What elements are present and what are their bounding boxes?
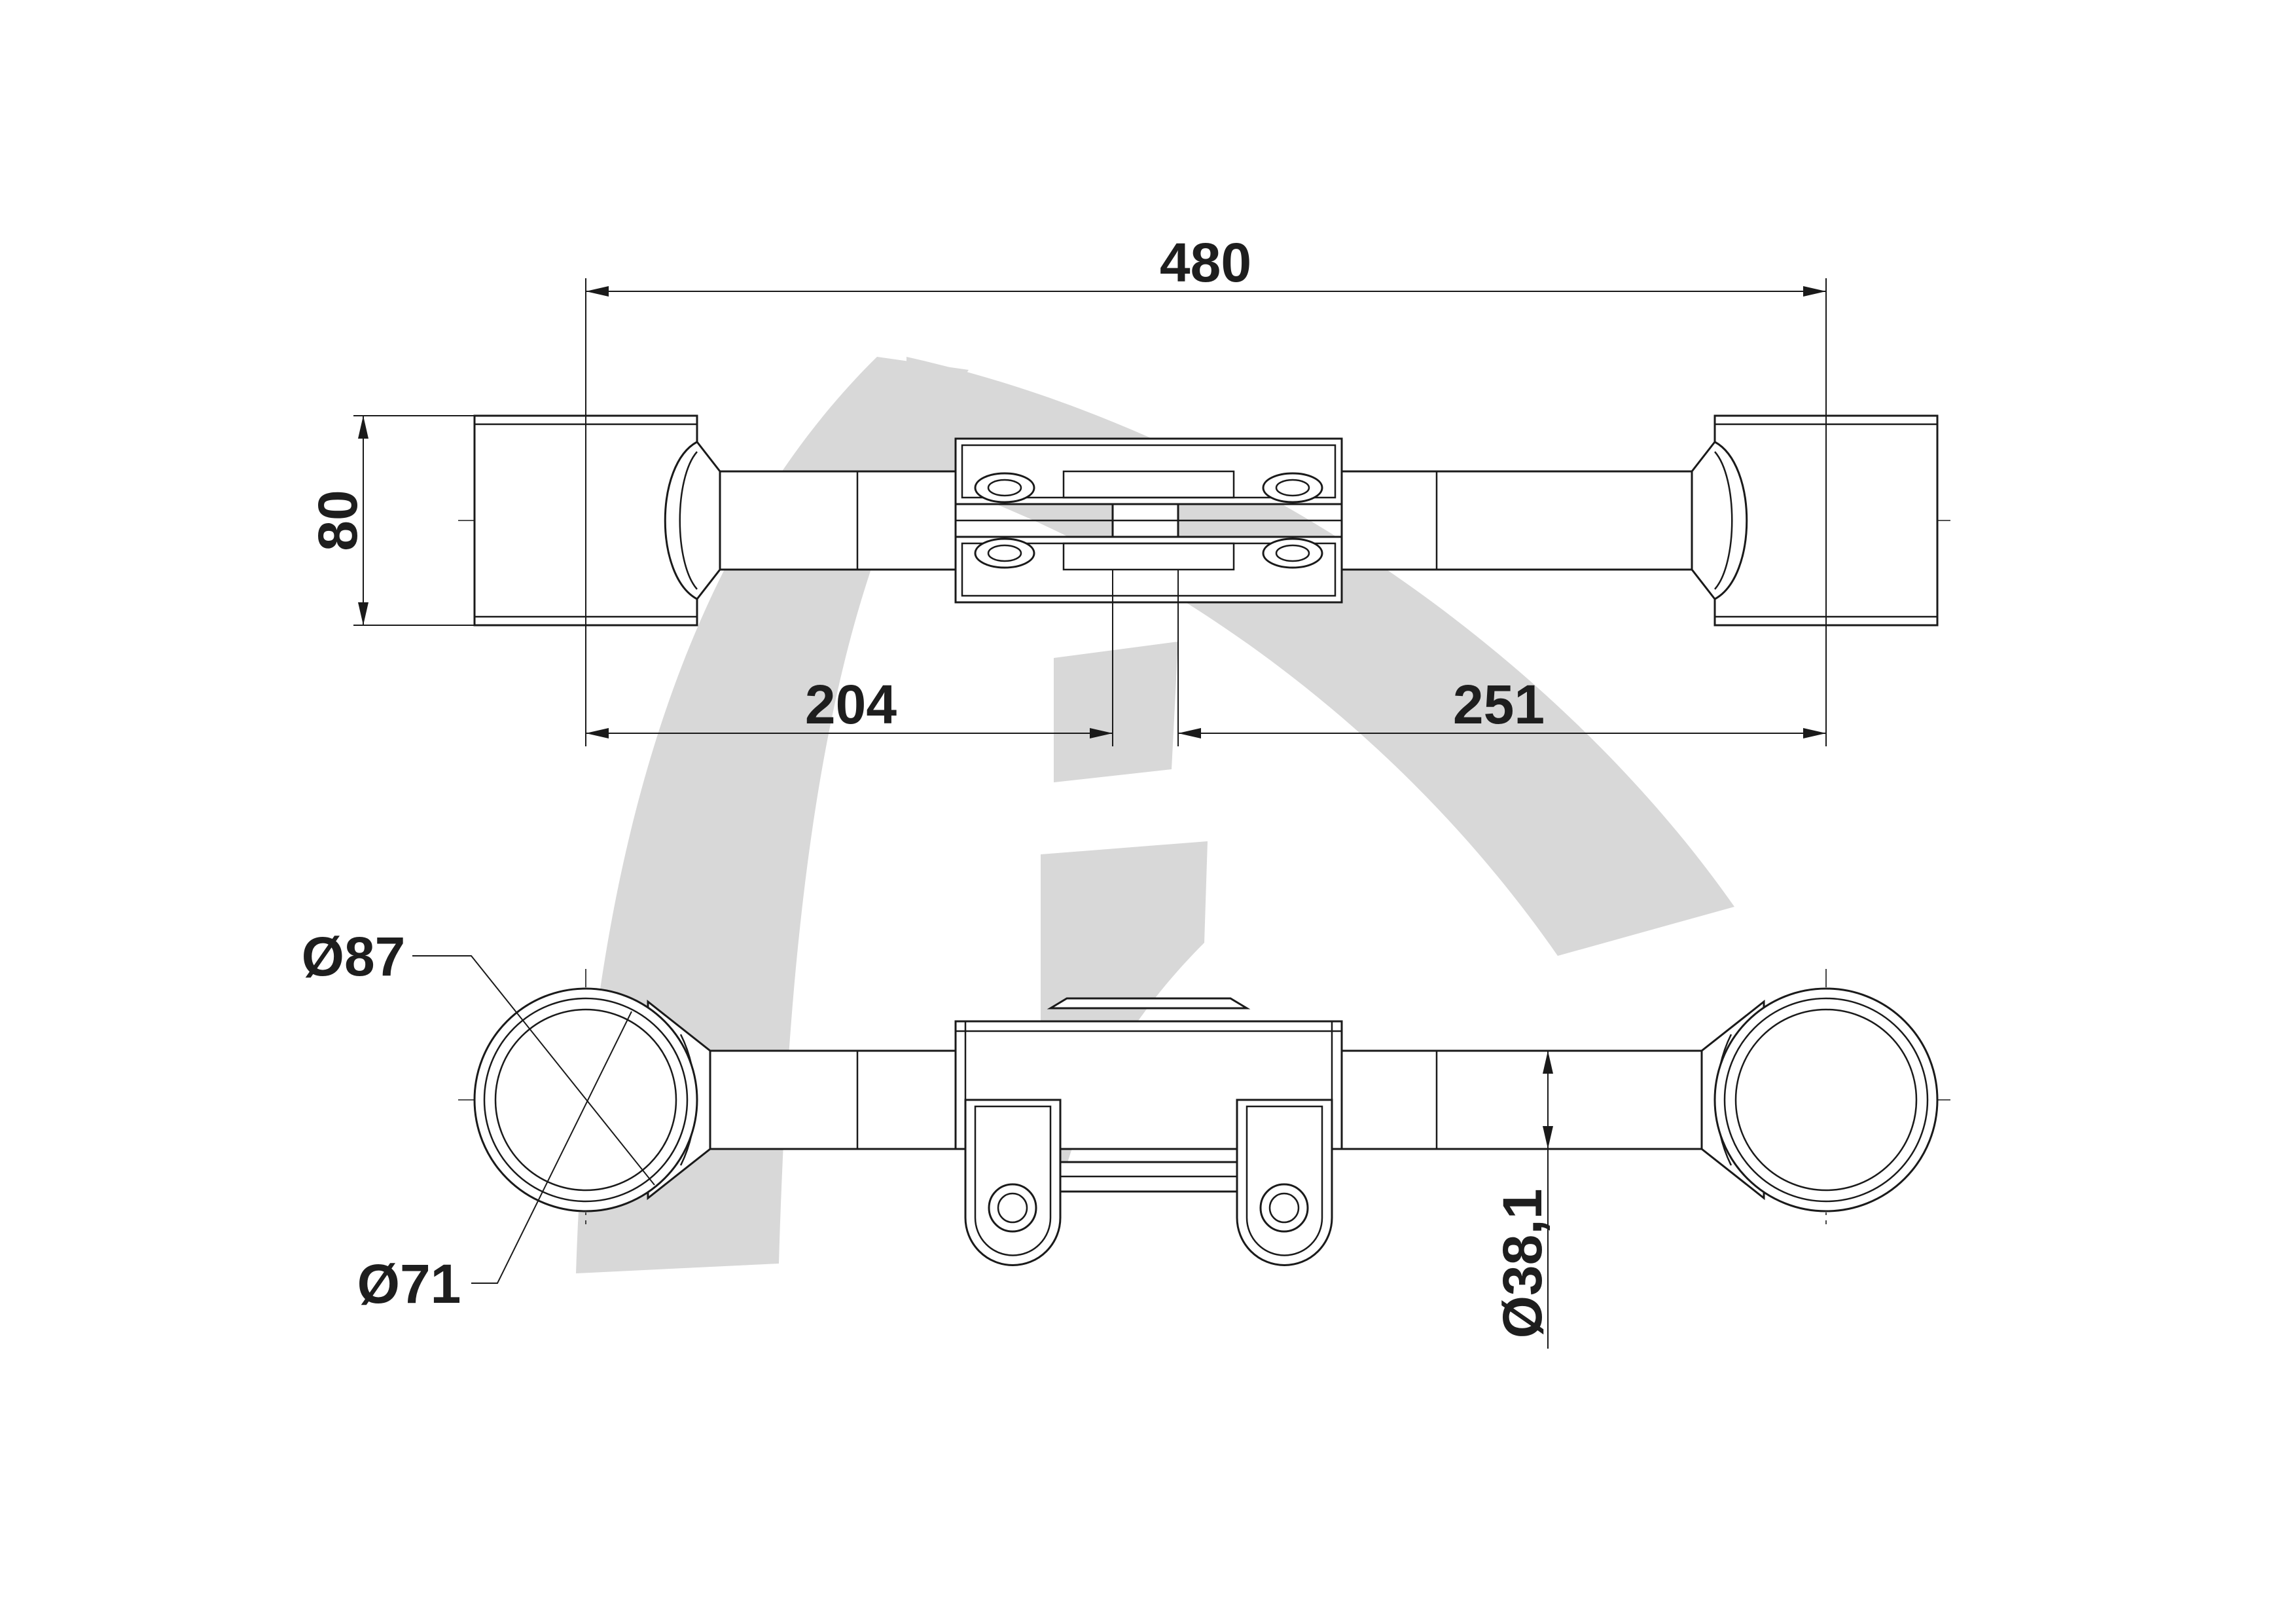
left-lug <box>964 1099 1062 1266</box>
top-hole-lower-right <box>1262 537 1323 569</box>
right-lug-hole <box>1259 1183 1309 1233</box>
top-hole-lower-right-inner <box>1275 544 1310 562</box>
left-lug-inner <box>974 1105 1052 1256</box>
top-hole-upper-right <box>1262 472 1323 503</box>
label-80: 80 <box>307 490 368 551</box>
label-87: Ø87 <box>302 926 406 987</box>
right-ring-outer <box>1713 987 1939 1212</box>
leader-71 <box>471 1011 632 1284</box>
adjuster-upper-slot <box>1062 470 1235 499</box>
arrow-480-left <box>586 286 609 297</box>
front-right-tube <box>1340 1049 1710 1150</box>
arrow-251-right <box>1803 728 1826 738</box>
top-hole-lower-left <box>974 537 1035 569</box>
dimension-height: 80 <box>307 415 475 626</box>
left-ring-mid <box>483 997 689 1203</box>
arrow-80-top <box>358 416 368 439</box>
front-view <box>458 969 1950 1266</box>
right-neck <box>1691 441 1748 600</box>
top-hole-upper-left <box>974 472 1035 503</box>
dimension-offsets: 204 251 <box>586 570 1826 746</box>
label-204: 204 <box>805 674 897 735</box>
adjuster-lower-slot <box>1062 542 1235 571</box>
top-hole-upper-left-inner <box>987 479 1022 497</box>
left-lug-hole <box>988 1183 1037 1233</box>
right-lug <box>1236 1099 1333 1266</box>
right-tube <box>1340 470 1693 571</box>
label-71: Ø71 <box>357 1253 461 1315</box>
right-ring-inner <box>1734 1008 1918 1192</box>
label-480: 480 <box>1160 232 1251 293</box>
arrow-38-top <box>1543 1051 1553 1074</box>
front-housing-top <box>1047 997 1251 1010</box>
leader-87 <box>412 955 655 1186</box>
label-38: Ø38,1 <box>1492 1189 1553 1339</box>
arrow-480-right <box>1803 286 1826 297</box>
top-hole-upper-right-inner <box>1275 479 1310 497</box>
arrow-251-left <box>1178 728 1201 738</box>
left-lug-hole-inner <box>997 1192 1028 1224</box>
right-lug-hole-inner <box>1268 1192 1300 1224</box>
left-tube <box>719 470 957 571</box>
front-left-tube <box>706 1049 957 1150</box>
right-neck-curve <box>1714 451 1733 590</box>
left-ring-inner <box>494 1008 677 1192</box>
watermark-mid-upper <box>1054 642 1178 782</box>
right-ring-mid <box>1723 997 1929 1203</box>
right-lug-inner <box>1246 1105 1323 1256</box>
arrow-204-right <box>1090 728 1113 738</box>
arrow-204-left <box>586 728 609 738</box>
dimension-overall-length: 480 <box>585 232 1827 746</box>
left-neck <box>664 441 721 600</box>
dimension-diameters: Ø87 Ø71 Ø38,1 <box>302 926 1553 1349</box>
label-251: 251 <box>1453 674 1545 735</box>
arrow-80-bottom <box>358 602 368 625</box>
top-hole-lower-left-inner <box>987 544 1022 562</box>
left-neck-curve <box>679 451 698 590</box>
arrow-38-bottom <box>1543 1126 1553 1149</box>
